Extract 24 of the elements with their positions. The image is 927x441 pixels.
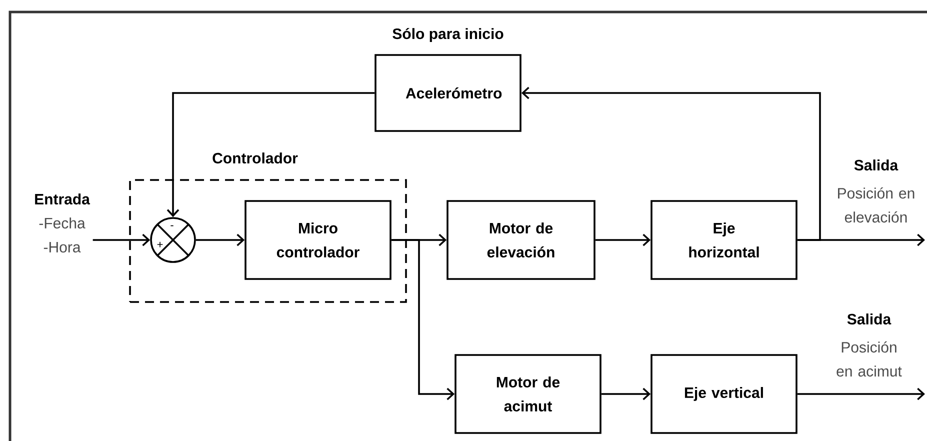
- output-heading: Salida: [847, 313, 892, 324]
- process-box: Acelerómetro: [374, 54, 522, 132]
- arrow: [166, 92, 375, 218]
- output-label: Posición en elevación: [838, 187, 914, 223]
- process-box: Micro controlador: [244, 200, 392, 280]
- arrow: [391, 239, 455, 400]
- heading: Controlador: [212, 152, 298, 164]
- process-box: Eje horizontal: [650, 200, 798, 280]
- summing-junction: [150, 217, 196, 263]
- sign-label: -: [170, 225, 174, 226]
- input-label: Entrada -Fecha -Hora: [35, 194, 90, 252]
- arrow: [92, 234, 150, 246]
- output-heading: Salida: [854, 160, 898, 170]
- arrow: [521, 86, 821, 241]
- process-box: Motor de elevación: [446, 200, 596, 280]
- heading: Sólo para inicio: [392, 28, 504, 42]
- arrow: [595, 234, 651, 246]
- arrow: [196, 234, 245, 246]
- process-box: Motor de acimut: [454, 354, 602, 434]
- process-box: Eje vertical: [650, 354, 798, 434]
- arrow: [601, 388, 651, 400]
- arrow: [797, 388, 925, 400]
- sign-label: +: [157, 242, 163, 248]
- output-label: Posición en acimut: [836, 341, 902, 377]
